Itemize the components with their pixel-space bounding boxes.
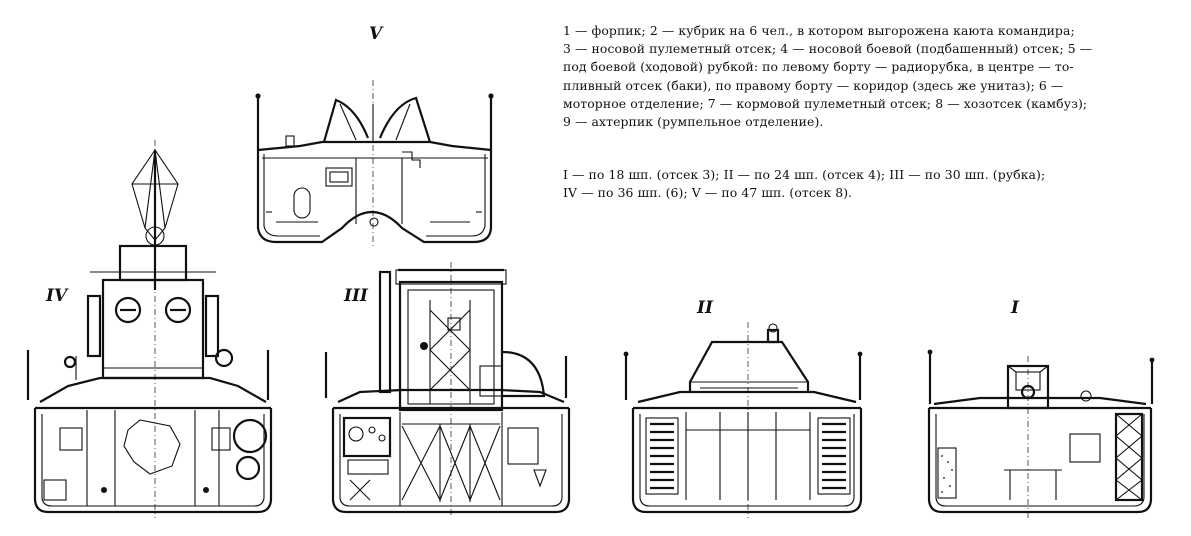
section-label-v: V xyxy=(369,24,383,44)
section-iii-drawing xyxy=(324,262,571,518)
section-i-drawing xyxy=(927,349,1155,518)
compartments-legend: 1 — форпик; 2 — кубрик на 6 чел., в кото… xyxy=(563,22,1092,131)
compartments-legend-line: под боевой (ходовой) рубкой: по левому б… xyxy=(563,59,1074,75)
section-v-drawing xyxy=(255,80,494,246)
frames-legend-line: IV — по 36 шп. (6); V — по 47 шп. (отсек… xyxy=(563,185,853,201)
frames-legend-line: I — по 18 шп. (отсек 3); II — по 24 шп. … xyxy=(563,167,1046,182)
compartments-legend-line: 9 — ахтерпик (румпельное отделение). xyxy=(563,114,824,130)
section-ii-drawing xyxy=(623,322,863,518)
section-iv-drawing xyxy=(26,140,273,518)
section-label-ii: II xyxy=(697,298,713,318)
section-ii-louvres-left xyxy=(650,422,674,490)
section-label-iv: IV xyxy=(46,286,68,306)
compartments-legend-line: 3 — носовой пулеметный отсек; 4 — носово… xyxy=(563,41,1093,57)
compartments-legend-line: 1 — форпик; 2 — кубрик на 6 чел., в кото… xyxy=(563,23,1075,38)
section-label-i: I xyxy=(1011,298,1019,318)
section-label-iii: III xyxy=(344,286,368,306)
compartments-legend-line: моторное отделение; 7 — кормовой пулемет… xyxy=(563,95,1088,111)
section-i-stipple xyxy=(941,455,953,493)
section-ii-louvres-right xyxy=(822,422,846,490)
compartments-legend-line: пливный отсек (баки), по правому борту —… xyxy=(563,77,1064,93)
frames-legend: I — по 18 шп. (отсек 3); II — по 24 шп. … xyxy=(563,166,1045,202)
